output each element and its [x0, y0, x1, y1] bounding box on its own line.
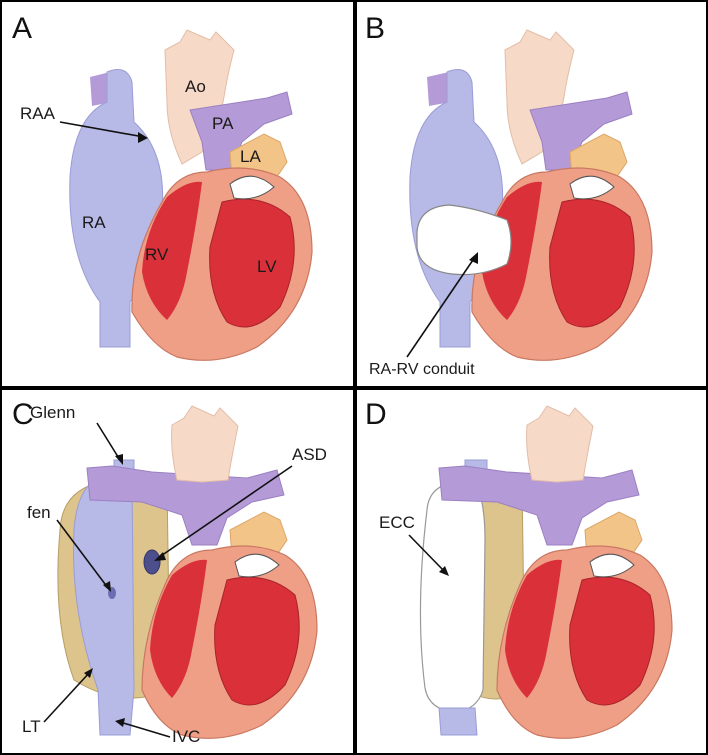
label-ra: RA	[82, 213, 106, 232]
heart-diagram-d: ECC	[357, 390, 706, 753]
panel-a: A Ao RAA PA LA RA	[2, 2, 353, 386]
label-la: LA	[240, 147, 261, 166]
label-ao: Ao	[185, 77, 206, 96]
ivc-stub-d	[439, 708, 477, 735]
label-ra-rv-conduit: RA-RV conduit	[369, 361, 475, 378]
aorta-c	[172, 406, 238, 482]
panel-d: D ECC	[357, 390, 706, 753]
panel-b: B RA-RV conduit	[357, 2, 706, 386]
arrow-lt	[44, 672, 90, 722]
label-ecc: ECC	[379, 513, 415, 532]
heart-diagram-c: Glenn ASD fen LT IVC	[2, 390, 353, 753]
heart-diagram-b: RA-RV conduit	[357, 2, 706, 386]
label-rv: RV	[145, 245, 169, 264]
label-ivc: IVC	[172, 727, 200, 746]
label-asd: ASD	[292, 445, 327, 464]
asd-defect	[144, 550, 160, 574]
heart-diagram-a: Ao RAA PA LA RA RV LV	[2, 2, 353, 386]
lateral-tunnel	[74, 478, 135, 735]
label-lv: LV	[257, 257, 277, 276]
label-fen: fen	[27, 503, 51, 522]
label-lt: LT	[22, 717, 41, 736]
label-glenn: Glenn	[30, 403, 75, 422]
arrow-glenn	[97, 423, 120, 460]
label-pa: PA	[212, 114, 234, 133]
extracardiac-conduit	[420, 482, 485, 712]
panel-c: C Glenn ASD	[2, 390, 353, 753]
aorta-d	[527, 406, 593, 482]
label-raa: RAA	[20, 104, 56, 123]
